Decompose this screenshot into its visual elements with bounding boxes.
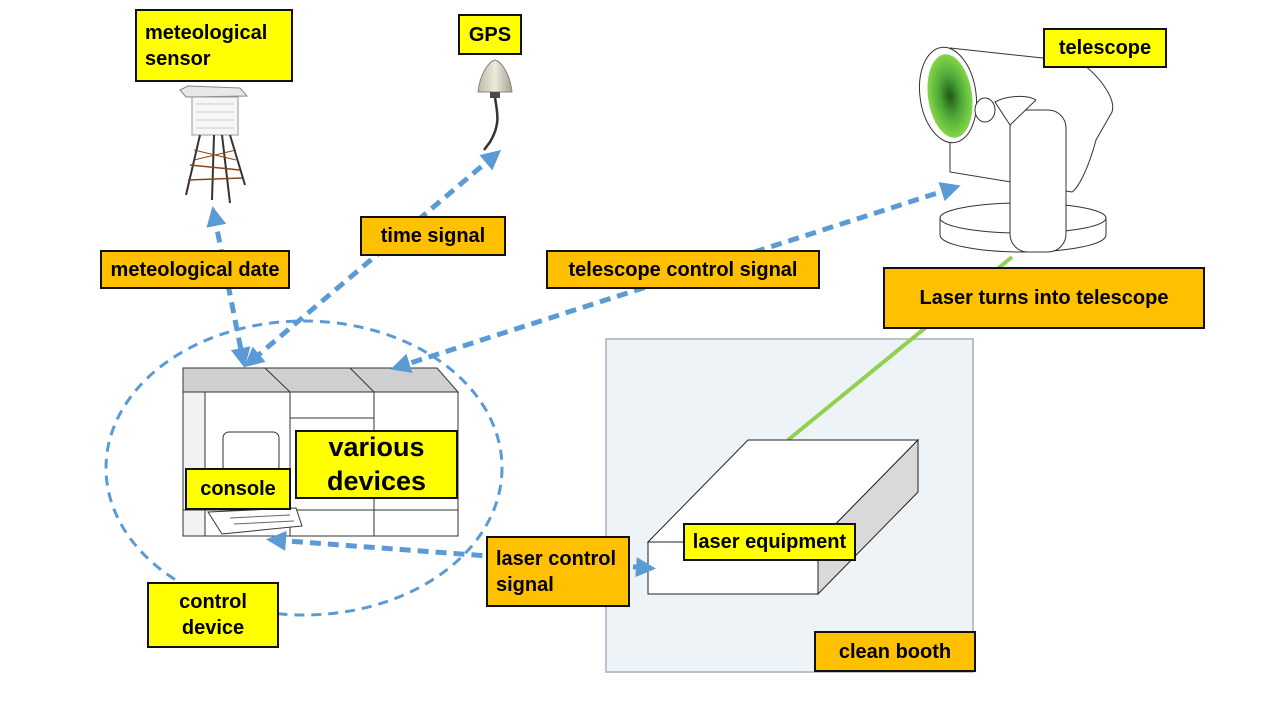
- laser-turns-label: Laser turns into telescope: [883, 267, 1205, 329]
- weather-station-icon: [179, 85, 249, 204]
- meteo-date-label: meteological date: [100, 250, 290, 289]
- telescope-label: telescope: [1043, 28, 1167, 68]
- laser-control-label: laser control signal: [486, 536, 630, 607]
- control-device-label: control device: [147, 582, 279, 648]
- time-signal-label: time signal: [360, 216, 506, 256]
- meteo-sensor-label: meteological sensor: [135, 9, 293, 82]
- telescope-icon: [918, 46, 1114, 253]
- telescope-control-label: telescope control signal: [546, 250, 820, 289]
- gps-label: GPS: [458, 14, 522, 55]
- console-label: console: [185, 468, 291, 510]
- various-devices-label: various devices: [295, 430, 458, 499]
- gps-antenna-icon: [477, 59, 513, 151]
- equipment-rack-icon: [182, 367, 460, 537]
- laser-equipment-label: laser equipment: [683, 523, 856, 561]
- clean-booth-label: clean booth: [814, 631, 976, 672]
